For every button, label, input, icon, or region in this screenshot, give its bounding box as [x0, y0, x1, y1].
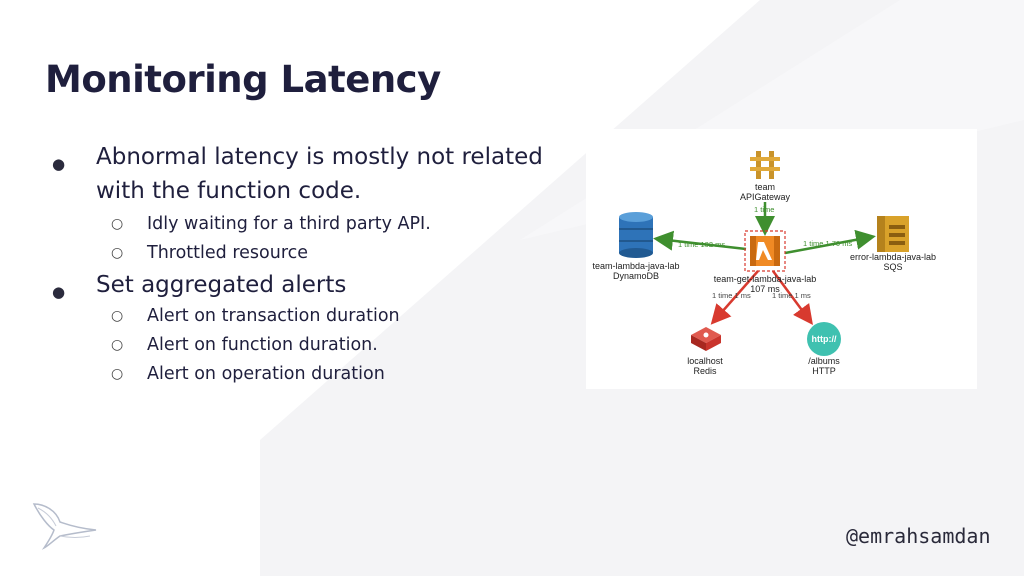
node-label: /albums — [808, 356, 840, 366]
node-sublabel: DynamoDB — [613, 271, 659, 281]
service-map-diagram: 1 time 1 time 102 ms 1 time 1 70 ms 1 ti… — [586, 129, 977, 389]
edge-label: 1 time 1 ms — [712, 291, 751, 300]
node-label: localhost — [687, 356, 723, 366]
sqs-icon — [877, 216, 909, 252]
sub-bullet-ring-icon: ○ — [111, 366, 124, 382]
edge-label: 1 time — [754, 205, 774, 214]
bird-logo-icon — [32, 503, 97, 550]
sub-bullet-text: Alert on operation duration — [147, 364, 385, 384]
sub-bullet-item: ○ Idly waiting for a third party API. — [52, 210, 592, 239]
node-http[interactable]: http:// /albums HTTP — [807, 322, 841, 376]
sub-bullet-ring-icon: ○ — [111, 308, 124, 324]
edge-lambda-sqs: 1 time 1 70 ms — [784, 229, 876, 255]
redis-icon — [691, 327, 721, 351]
edge-label: 1 time 1 ms — [772, 291, 811, 300]
node-sqs[interactable]: error-lambda-java-lab SQS — [850, 216, 936, 272]
dynamodb-icon — [619, 212, 653, 258]
edge-lambda-http: 1 time 1 ms — [771, 270, 813, 326]
node-sublabel: HTTP — [812, 366, 836, 376]
edge-label: 1 time 102 ms — [678, 240, 725, 249]
page-title: Monitoring Latency — [45, 58, 441, 101]
edge-lambda-dynamo: 1 time 102 ms — [653, 230, 747, 251]
sub-bullet-item: ○ Alert on transaction duration — [52, 302, 592, 331]
http-icon-text: http:// — [812, 334, 837, 344]
node-label: error-lambda-java-lab — [850, 252, 936, 262]
sub-bullet-item: ○ Throttled resource — [52, 239, 592, 268]
node-sublabel: 107 ms — [750, 284, 780, 294]
http-icon — [807, 322, 841, 356]
node-api-gateway[interactable]: team APIGateway — [740, 151, 791, 202]
sub-bullet-ring-icon: ○ — [111, 216, 124, 232]
sub-bullet-ring-icon: ○ — [111, 337, 124, 353]
sub-bullet-text: Alert on transaction duration — [147, 306, 400, 326]
sub-bullet-ring-icon: ○ — [111, 245, 124, 261]
edge-lambda-redis: 1 time 1 ms — [710, 270, 759, 325]
bullet-item: ● Abnormal latency is mostly not related… — [52, 140, 592, 208]
bullet-list: ● Abnormal latency is mostly not related… — [52, 140, 592, 389]
node-label: team-get-lambda-java-lab — [714, 274, 817, 284]
node-sublabel: APIGateway — [740, 192, 791, 202]
node-dynamodb[interactable]: team-lambda-java-lab DynamoDB — [592, 212, 680, 281]
author-handle: @emrahsamdan — [846, 524, 991, 548]
api-gateway-icon — [750, 151, 780, 179]
bullet-dot-icon: ● — [52, 155, 66, 173]
node-redis[interactable]: localhost Redis — [687, 327, 723, 376]
bullet-text: Set aggregated alerts — [96, 272, 347, 298]
sub-bullet-item: ○ Alert on operation duration — [52, 360, 592, 389]
node-lambda[interactable]: team-get-lambda-java-lab 107 ms — [714, 230, 817, 294]
node-label: team-lambda-java-lab — [592, 261, 679, 271]
edge-api-lambda: 1 time — [754, 202, 775, 236]
bullet-text: Abnormal latency is mostly not related w… — [96, 144, 543, 204]
lambda-icon — [750, 236, 780, 266]
node-label: team — [755, 182, 775, 192]
sub-bullet-text: Throttled resource — [147, 243, 309, 263]
node-sublabel: SQS — [883, 262, 902, 272]
selection-outline — [744, 230, 786, 272]
bullet-dot-icon: ● — [52, 283, 66, 301]
bullet-item: ● Set aggregated alerts — [52, 268, 592, 302]
edge-label: 1 time 1 70 ms — [803, 239, 852, 248]
node-sublabel: Redis — [693, 366, 717, 376]
sub-bullet-text: Idly waiting for a third party API. — [147, 214, 431, 234]
sub-bullet-item: ○ Alert on function duration. — [52, 331, 592, 360]
sub-bullet-text: Alert on function duration. — [147, 335, 378, 355]
